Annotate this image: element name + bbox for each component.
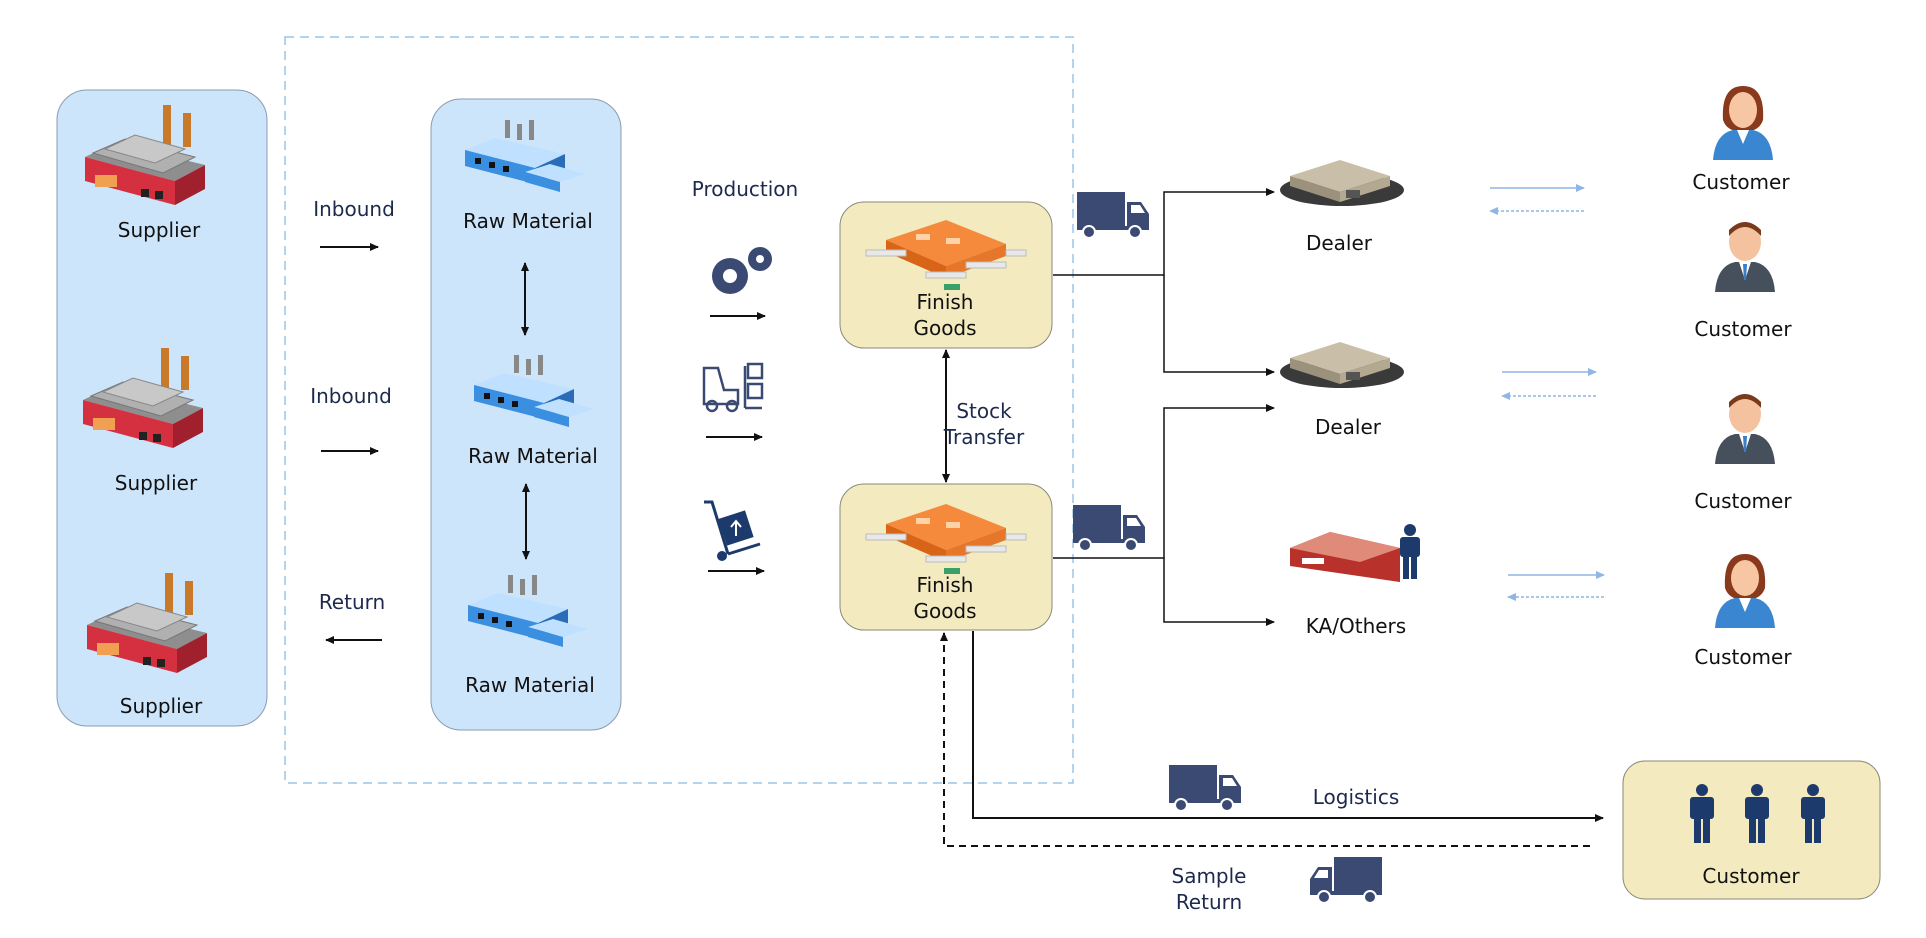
stock-transfer-label: Stock (956, 399, 1012, 423)
logistics-label: Logistics (1313, 785, 1400, 809)
truck-icon (1168, 764, 1242, 812)
truck-icon (1072, 504, 1146, 552)
supplier-label: Supplier (115, 471, 198, 495)
sample-return-label: Return (1176, 890, 1242, 914)
sample-return-label: Sample (1172, 864, 1247, 888)
sample-return-line (940, 632, 1590, 847)
supplier-label: Supplier (118, 218, 201, 242)
raw-material-label: Raw Material (465, 673, 595, 697)
stock-transfer-label: Transfer (943, 425, 1025, 449)
store-icon (1290, 524, 1420, 582)
person-icon (1713, 86, 1773, 160)
dealer-label: Dealer (1306, 231, 1373, 255)
inbound-label: Inbound (310, 384, 392, 408)
person-icon (1715, 394, 1775, 464)
customer-label: Customer (1694, 645, 1792, 669)
customer-label: Customer (1694, 317, 1792, 341)
dealer-label: Dealer (1315, 415, 1382, 439)
truck-icon (1076, 191, 1150, 239)
customer-interaction (1489, 184, 1605, 601)
raw-material-label: Raw Material (463, 209, 593, 233)
raw-material-panel (430, 98, 622, 731)
gears-icon (712, 247, 772, 294)
dealer-warehouse-icon (1280, 342, 1404, 388)
customer-label: Customer (1694, 489, 1792, 513)
distribution-line (1053, 188, 1275, 276)
distribution-line (1053, 404, 1275, 559)
finish-goods-label: Goods (913, 316, 976, 340)
return-label: Return (319, 590, 385, 614)
production-label: Production (692, 177, 798, 201)
dealer-warehouse-icon (1280, 160, 1404, 206)
logistics-line (972, 631, 1604, 822)
hand-truck-icon (704, 500, 761, 561)
inbound-label: Inbound (313, 197, 395, 221)
customer-label: Customer (1692, 170, 1790, 194)
forklift-icon (702, 362, 764, 413)
finish-goods-label: Goods (913, 599, 976, 623)
ka-others-label: KA/Others (1306, 614, 1406, 638)
person-icon (1715, 554, 1775, 628)
distribution-line (1163, 558, 1275, 626)
company-boundary (284, 36, 1074, 784)
finish-goods-label: Finish (917, 573, 974, 597)
distribution-line (1163, 275, 1275, 376)
person-icon (1715, 222, 1775, 292)
finish-goods-label: Finish (917, 290, 974, 314)
supplier-label: Supplier (120, 694, 203, 718)
raw-material-label: Raw Material (468, 444, 598, 468)
customer-group-label: Customer (1702, 864, 1800, 888)
truck-icon (1309, 856, 1383, 904)
